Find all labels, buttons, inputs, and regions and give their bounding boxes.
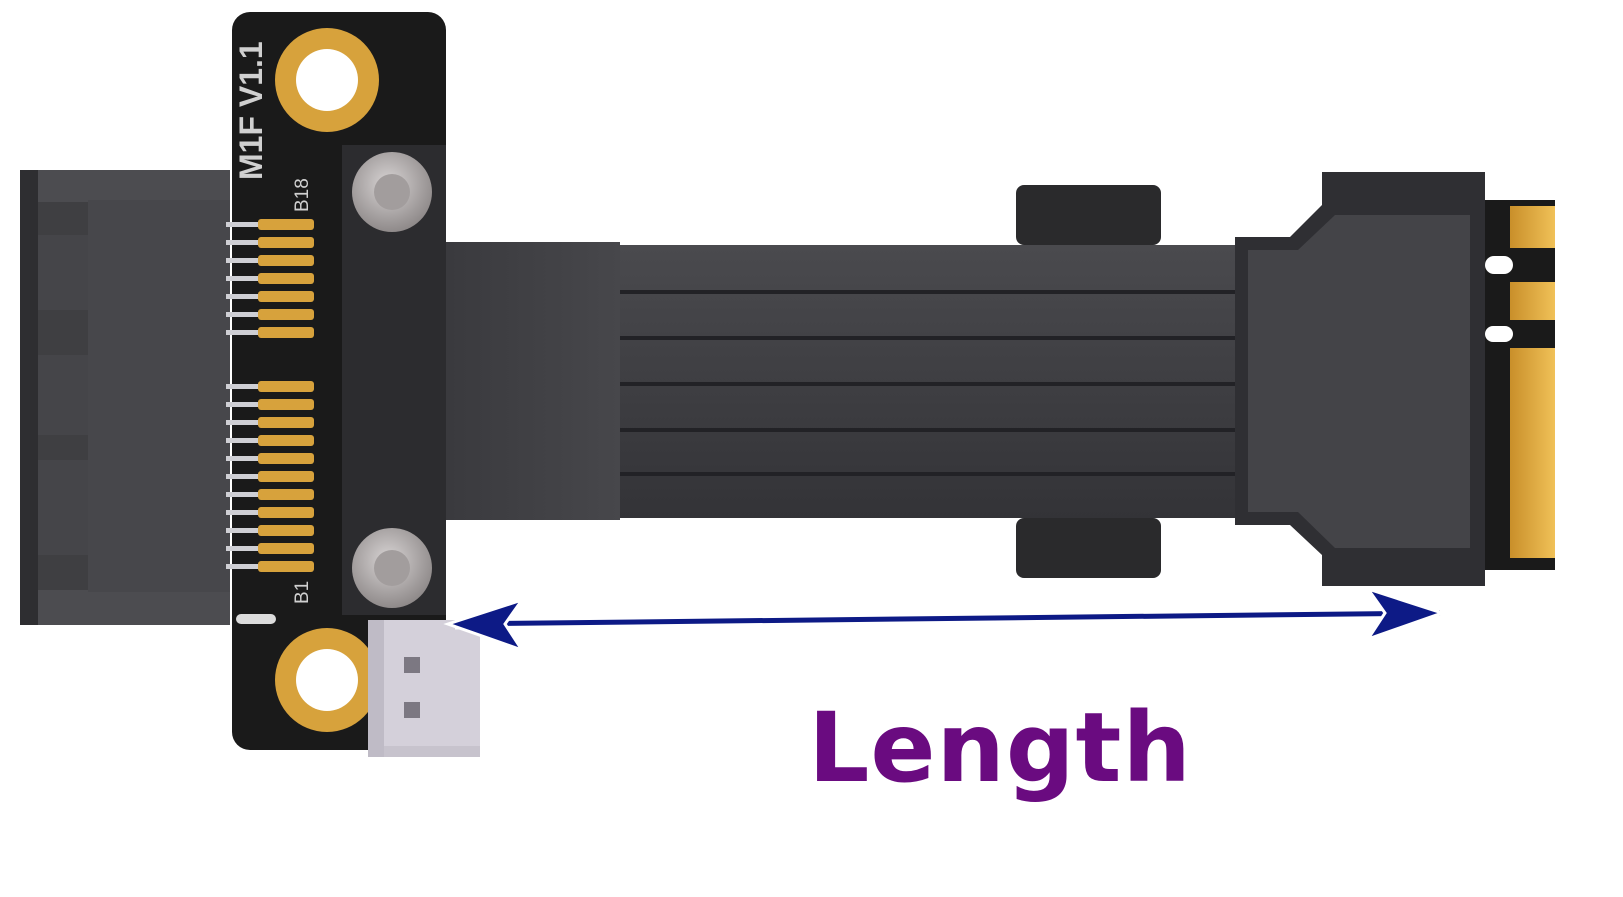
pin-lead	[226, 492, 270, 497]
sata-connector	[20, 170, 230, 625]
pin-lead	[226, 402, 270, 407]
screw-bottom	[352, 528, 432, 608]
gold-pad	[258, 309, 314, 320]
gold-pad	[258, 543, 314, 554]
gold-pad	[258, 237, 314, 248]
gold-pad	[258, 489, 314, 500]
cable-clip-bottom	[1016, 518, 1161, 578]
pin-lead	[226, 330, 270, 335]
solder-pins	[226, 219, 314, 572]
pin-lead	[226, 438, 270, 443]
arrowhead-left	[443, 597, 526, 653]
pin-lead	[226, 546, 270, 551]
gold-pad	[258, 255, 314, 266]
cable-clip-top	[1016, 185, 1161, 245]
gold-pad	[258, 273, 314, 284]
screw-top	[352, 152, 432, 232]
length-label: Length	[808, 692, 1192, 804]
gold-pad	[258, 435, 314, 446]
gold-pad	[258, 399, 314, 410]
gold-pad	[258, 453, 314, 464]
pin-label-bottom: B1	[292, 581, 313, 604]
length-dimension-arrow	[443, 586, 1447, 653]
gold-pad	[258, 561, 314, 572]
pin-lead	[226, 276, 270, 281]
arrowhead-right	[1364, 586, 1447, 642]
gold-pad	[258, 525, 314, 536]
gold-pad	[258, 507, 314, 518]
gold-pad	[258, 471, 314, 482]
m2-connector-housing	[1235, 172, 1485, 586]
pin-lead	[226, 474, 270, 479]
mounting-hole-top	[275, 28, 379, 132]
gold-pad	[258, 291, 314, 302]
pin-lead	[226, 564, 270, 569]
cable-boot-left	[446, 242, 620, 520]
pin-lead	[226, 294, 270, 299]
pin-lead	[226, 420, 270, 425]
gold-pad	[258, 219, 314, 230]
white-marker	[236, 614, 276, 624]
pin-lead	[226, 384, 270, 389]
pin-lead	[226, 222, 270, 227]
pin-lead	[226, 312, 270, 317]
pin-lead	[226, 240, 270, 245]
gold-pad	[258, 417, 314, 428]
pin-lead	[226, 510, 270, 515]
pin-lead	[226, 456, 270, 461]
flat-ribbon-cable	[620, 245, 1235, 518]
mounting-hole-bottom	[275, 628, 379, 732]
gold-pad	[258, 327, 314, 338]
pin-lead	[226, 258, 270, 263]
m2-gold-fingers	[1485, 200, 1555, 570]
gold-pad	[258, 381, 314, 392]
pin-lead	[226, 528, 270, 533]
board-version-label: M1F V1.1	[233, 41, 269, 180]
power-connector	[368, 620, 480, 757]
pin-label-top: B18	[292, 178, 313, 212]
